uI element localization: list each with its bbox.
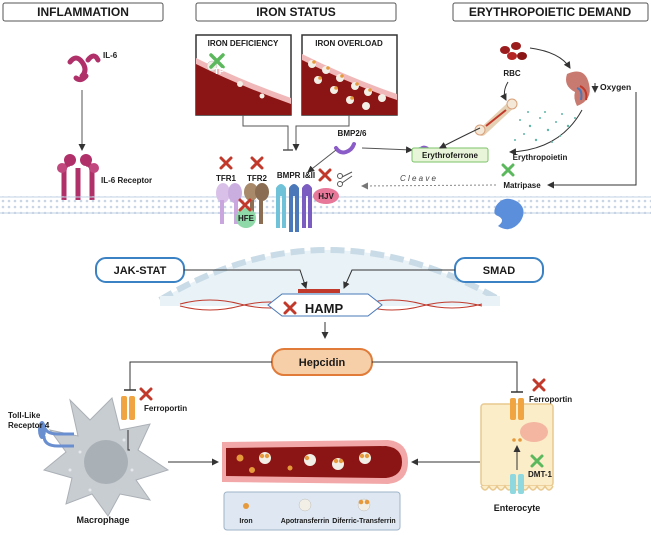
matripase-cleave-arrow	[361, 182, 497, 190]
ferroportin-macrophage	[121, 396, 135, 420]
il6-receptor-label: IL-6 Receptor	[101, 176, 152, 185]
iron-deficiency-panel: IRON DEFICIENCY	[195, 34, 292, 116]
hjv-label: HJV	[318, 192, 334, 201]
iron-overload-panel: IRON OVERLOAD	[301, 34, 398, 116]
dna-strand	[179, 289, 483, 317]
erythropoietin-dots	[514, 111, 576, 143]
overload-to-bmpr-line	[292, 115, 350, 151]
kidney-to-bone-arrow	[509, 109, 583, 156]
deficiency-to-bmpr-line	[242, 115, 289, 150]
legend-iron-label: Iron	[239, 518, 252, 525]
dmt1-transporter	[510, 474, 524, 494]
ferroportin-right-label: Ferroportin	[529, 395, 572, 404]
rbc-label: RBC	[503, 69, 521, 78]
tfr1-receptor	[216, 183, 242, 224]
legend-iron-icon	[243, 503, 249, 509]
bmp26-label: BMP2/6	[338, 129, 367, 138]
oxygen-label: Oxygen	[600, 82, 631, 92]
smad-arrow	[343, 269, 455, 289]
tlr4-label-line2: Receptor 4	[8, 421, 50, 430]
legend-apotransferrin-icon	[298, 498, 312, 512]
il6-receptor-icon	[57, 154, 99, 200]
ferroportin-macrophage-inhibit-mark	[139, 387, 153, 401]
tlr4-receptor	[38, 421, 74, 448]
svg-text:IRON OVERLOAD: IRON OVERLOAD	[315, 39, 383, 48]
header-iron-status: IRON STATUS	[195, 2, 397, 22]
rbc-to-kidney-arrow	[529, 47, 571, 69]
ferroportin-enterocyte	[510, 398, 524, 420]
jak-stat-arrow	[184, 269, 308, 289]
dmt1-label: DMT-1	[528, 470, 553, 479]
ferroportin-left-label: Ferroportin	[144, 404, 187, 413]
macrophage-label: Macrophage	[76, 515, 129, 525]
bmp-to-erythroferrone-arrow	[361, 146, 413, 154]
hepcidin-to-enterocyte-line	[372, 361, 518, 392]
legend-apotransferrin-label: Apotransferrin	[281, 518, 330, 525]
svg-text:INFLAMMATION: INFLAMMATION	[37, 5, 129, 19]
svg-text:JAK-STAT: JAK-STAT	[114, 265, 167, 277]
jak-stat-box[interactable]: JAK-STAT	[95, 257, 185, 283]
svg-text:Erythroferrone: Erythroferrone	[422, 151, 479, 160]
legend-diferric-label: Diferric-Transferrin	[332, 518, 395, 525]
tfr1-inhibit-mark	[219, 156, 233, 170]
bmp26-ligand	[334, 142, 356, 155]
matripase-label: Matripase	[503, 181, 541, 190]
blood-vessel	[222, 440, 408, 484]
ferroportin-enterocyte-inhibit-mark	[532, 378, 546, 392]
header-erythropoietic-demand: ERYTHROPOIETIC DEMAND	[452, 2, 649, 22]
il6-label: IL-6	[103, 51, 118, 60]
bone-to-erythroferrone-arrow	[439, 127, 481, 149]
hjv-inhibit-mark	[318, 168, 332, 182]
hfe-protein	[236, 208, 256, 228]
legend-diferric-icon	[357, 498, 371, 512]
matripase-activate-mark	[501, 163, 515, 177]
kidney-icon	[566, 71, 590, 106]
bmp-to-bmpr-arrow	[307, 149, 337, 173]
cell-membrane	[0, 196, 651, 214]
hepcidin-to-macrophage-line	[129, 361, 272, 390]
hamp-label: HAMP	[305, 301, 344, 316]
svg-text:SMAD: SMAD	[483, 265, 515, 277]
erythroferrone-box: Erythroferrone	[411, 147, 489, 163]
bone-icon	[474, 98, 518, 136]
tfr1-label: TFR1	[216, 174, 237, 183]
header-inflammation: INFLAMMATION	[2, 2, 164, 22]
hjv-protein	[313, 188, 339, 204]
dmt1-activate-mark	[530, 454, 544, 468]
tf-activation-mark: TF	[209, 53, 225, 76]
svg-text:IRON STATUS: IRON STATUS	[256, 5, 336, 19]
svg-text:Hepcidin: Hepcidin	[299, 357, 346, 369]
legend-box: Iron Apotransferrin Diferric-Transferrin	[223, 491, 401, 531]
erythropoietin-label: Erythropoietin	[513, 153, 568, 162]
svg-text:IRON DEFICIENCY: IRON DEFICIENCY	[208, 39, 279, 48]
cleave-label: C l e a v e	[400, 174, 437, 183]
hfe-inhibit-mark	[238, 198, 252, 212]
svg-text:TF: TF	[214, 67, 224, 76]
enterocyte-iron-dots	[512, 438, 522, 442]
enterocyte-label: Enterocyte	[494, 503, 541, 513]
hamp-inhibit-mark	[283, 301, 297, 315]
rbc-icon	[500, 42, 527, 60]
macrophage-cell	[42, 397, 170, 517]
smad-box[interactable]: SMAD	[454, 257, 544, 283]
rbc-to-bone-arrow	[500, 81, 509, 101]
hepcidin-box[interactable]: Hepcidin	[271, 348, 373, 376]
oxygen-to-matripase-line	[547, 92, 637, 189]
tfr2-label: TFR2	[247, 174, 268, 183]
svg-text:ERYTHROPOIETIC DEMAND: ERYTHROPOIETIC DEMAND	[469, 5, 632, 19]
bmpr-label: BMPR I&II	[277, 171, 315, 180]
tlr4-label-line1: Toll-Like	[8, 411, 41, 420]
matripase-protein	[494, 198, 524, 230]
hfe-label: HFE	[238, 214, 255, 223]
bmpr-receptor	[276, 184, 312, 232]
il6-cytokines	[67, 53, 101, 83]
scissors-icon	[337, 171, 353, 187]
tfr2-inhibit-mark	[250, 156, 264, 170]
